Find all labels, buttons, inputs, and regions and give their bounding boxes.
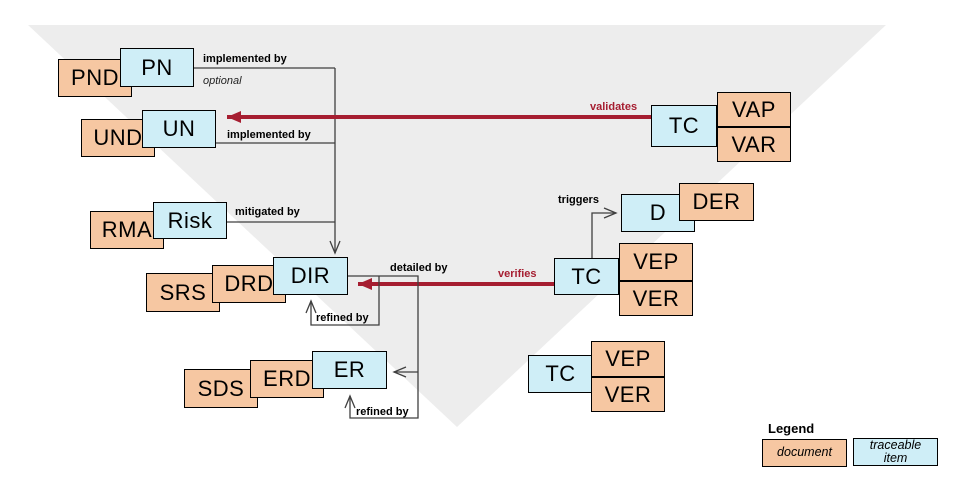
edge-label-mitigated-by: mitigated by [235, 206, 300, 218]
node-var: VAR [717, 127, 791, 162]
edge-label-refined-by-er: refined by [356, 406, 409, 418]
node-vep-standalone: VEP [591, 341, 665, 377]
node-er: ER [312, 351, 387, 389]
node-vep-verifies: VEP [619, 243, 693, 281]
edge-dir-detailed-by [344, 275, 419, 419]
node-pn: PN [120, 48, 194, 87]
edge-triggers [591, 207, 618, 258]
node-der: DER [679, 183, 754, 221]
legend-traceable-item-swatch: traceable item [853, 438, 938, 466]
edge-label-implemented-by-un: implemented by [227, 129, 311, 141]
node-erd: ERD [250, 360, 324, 398]
node-dir: DIR [273, 257, 348, 295]
edge-label-detailed-by: detailed by [390, 262, 448, 274]
edge-label-refined-by-dir: refined by [316, 312, 369, 324]
node-srs: SRS [146, 273, 220, 312]
node-tc-verifies: TC [554, 258, 619, 295]
node-ver-verifies: VER [619, 281, 693, 316]
edge-label-triggers: triggers [558, 194, 599, 206]
legend-document-swatch: document [762, 439, 847, 467]
node-risk: Risk [153, 202, 227, 239]
node-vap: VAP [717, 92, 791, 127]
edge-label-optional: optional [203, 75, 242, 87]
node-sds: SDS [184, 369, 258, 408]
node-pnd: PND [58, 59, 132, 97]
edge-dir-refined-by [305, 276, 380, 326]
edge-label-verifies: verifies [498, 268, 537, 280]
node-tc-validates: TC [651, 105, 717, 147]
node-drd: DRD [212, 265, 286, 303]
node-tc-standalone: TC [528, 355, 593, 393]
edge-label-implemented-by-pn: implemented by [203, 53, 287, 65]
node-rma: RMA [90, 211, 164, 249]
edge-label-validates: validates [590, 101, 638, 113]
node-ver-standalone: VER [591, 377, 665, 412]
legend-title: Legend [768, 421, 815, 436]
node-un: UN [142, 110, 216, 148]
